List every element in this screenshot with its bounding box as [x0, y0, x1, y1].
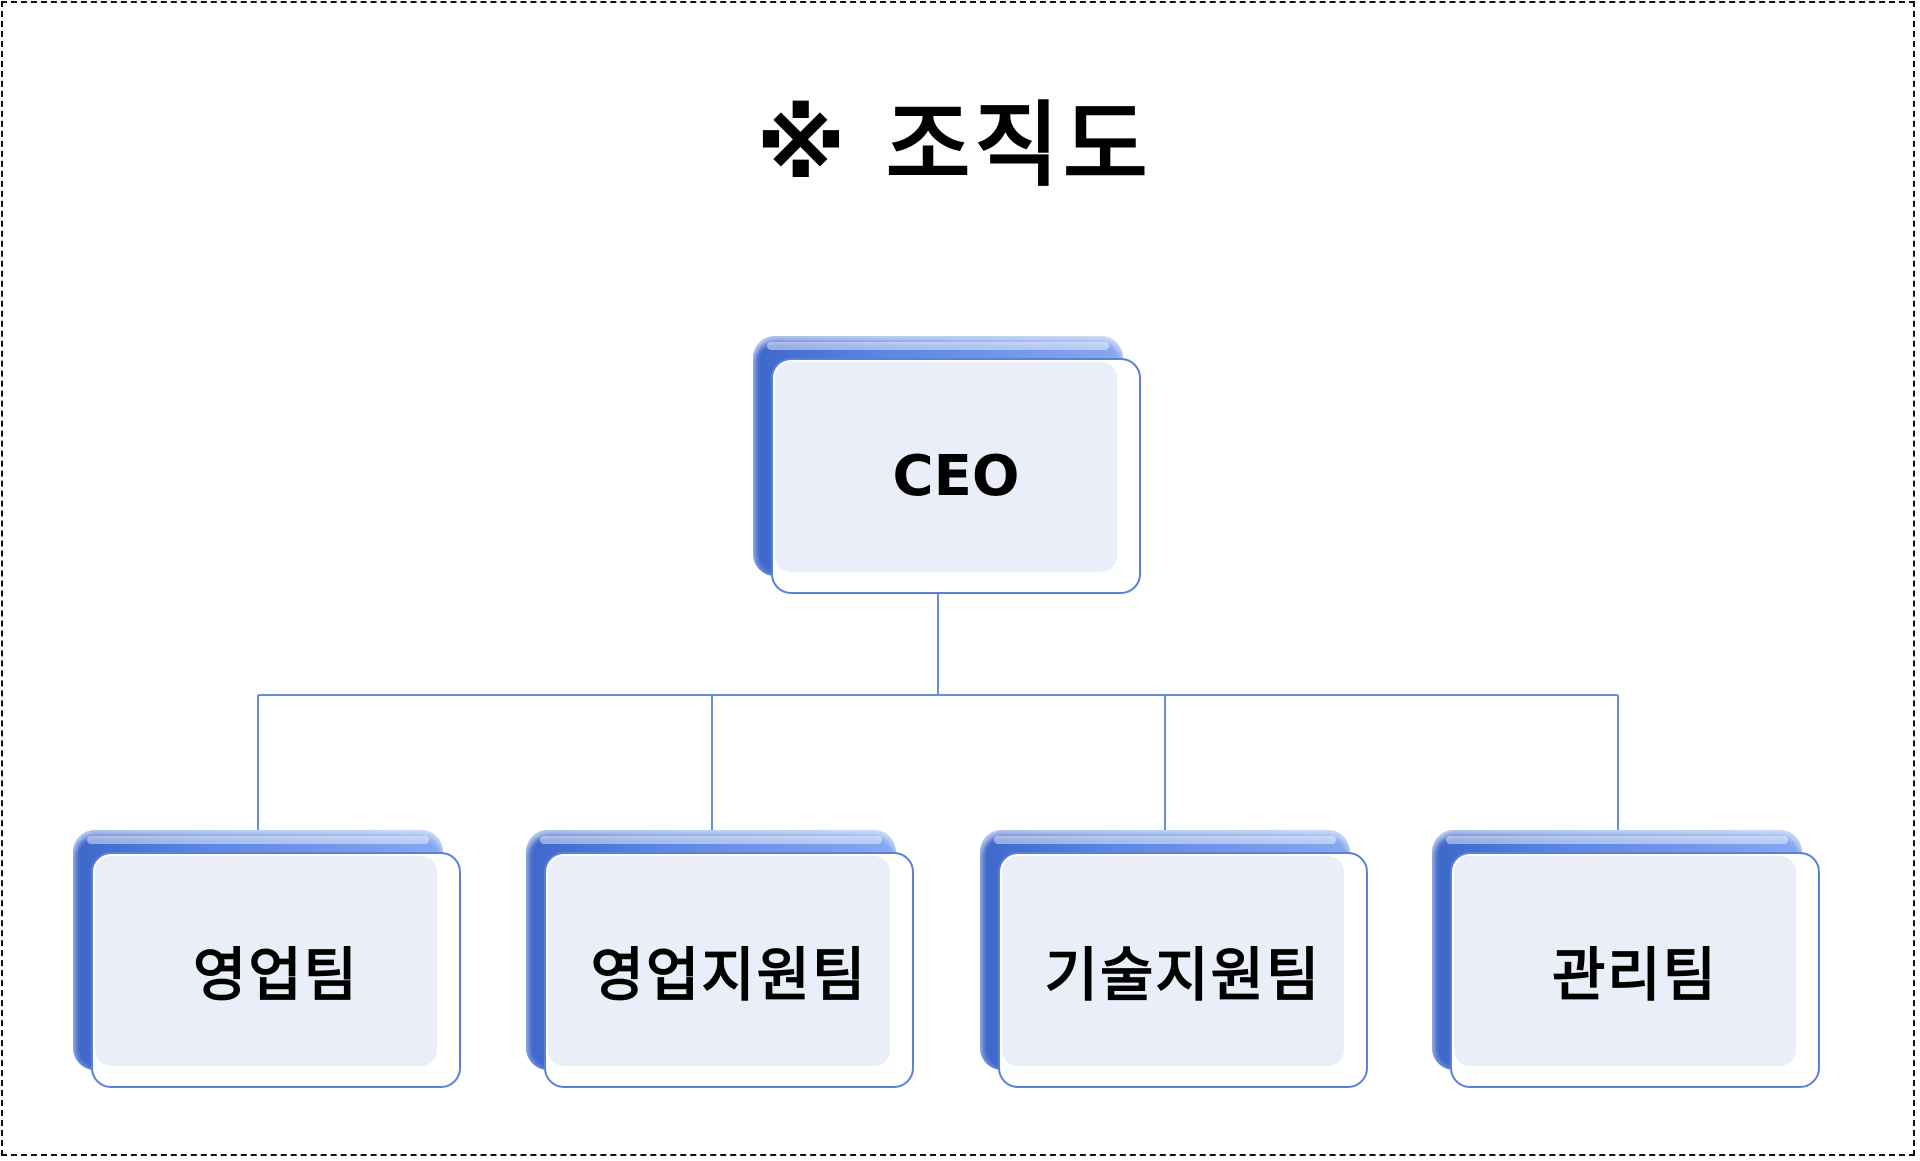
org-node-tech-support-team: 기술지원팀	[980, 830, 1370, 1090]
diagram-title: ※ 조직도	[756, 92, 1152, 199]
node-card: 영업팀	[91, 852, 461, 1088]
node-card: CEO	[771, 358, 1141, 594]
node-card: 기술지원팀	[998, 852, 1368, 1088]
org-node-ceo: CEO	[753, 336, 1143, 596]
node-card: 관리팀	[1450, 852, 1820, 1088]
node-label: 영업지원팀	[590, 941, 868, 1009]
org-node-management-team: 관리팀	[1432, 830, 1822, 1090]
node-label: 영업팀	[192, 941, 360, 1009]
node-label: 관리팀	[1551, 941, 1719, 1009]
org-node-sales-support-team: 영업지원팀	[526, 830, 916, 1090]
node-label: CEO	[892, 443, 1020, 509]
org-node-sales-team: 영업팀	[73, 830, 463, 1090]
node-card: 영업지원팀	[544, 852, 914, 1088]
node-label: 기술지원팀	[1044, 941, 1322, 1009]
